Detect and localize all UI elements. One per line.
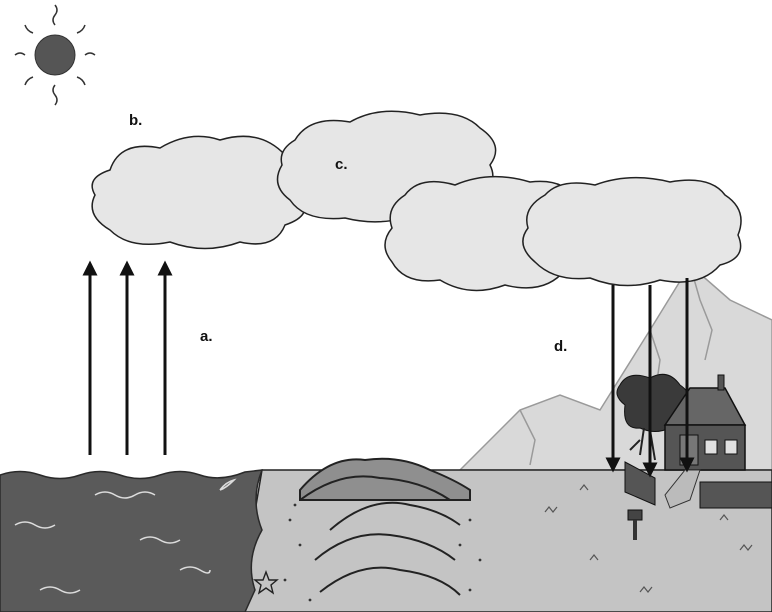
hills (283, 457, 482, 602)
cloud-right-2 (522, 176, 742, 287)
clouds (91, 110, 742, 292)
sun-icon (14, 4, 96, 106)
label-b: b. (129, 112, 142, 129)
precipitation-arrows (605, 278, 695, 478)
evaporation-arrows (82, 260, 173, 455)
house-icon (663, 374, 747, 509)
star-icon (253, 570, 279, 595)
cloud-left (91, 135, 306, 250)
label-d: d. (554, 338, 567, 355)
mailbox-icon (627, 509, 643, 540)
label-c: c. (335, 156, 348, 173)
ocean (0, 469, 264, 612)
label-a: a. (200, 328, 213, 345)
fences (624, 461, 772, 509)
